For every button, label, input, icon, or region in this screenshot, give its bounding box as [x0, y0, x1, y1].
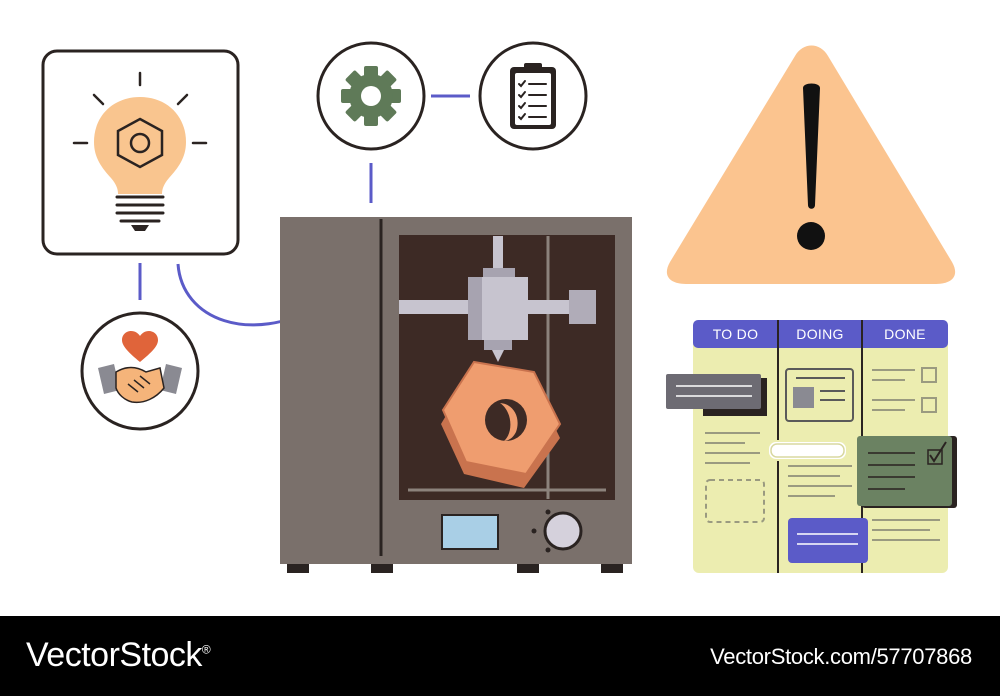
- sticky-note-gray: [666, 374, 767, 416]
- clipboard-checklist-icon: [478, 41, 588, 151]
- kanban-column-doing: DOING: [796, 326, 844, 342]
- sticky-note-green: [857, 436, 957, 508]
- hex-nut-icon: [116, 117, 164, 169]
- printed-hex-nut: [441, 360, 562, 488]
- illustration-art: [41, 41, 957, 573]
- watermark-url: VectorStock.com/57707868: [710, 644, 972, 669]
- kanban-column-todo: TO DO: [712, 326, 759, 342]
- warning-triangle-icon: [666, 45, 956, 284]
- registered-mark: ®: [201, 642, 211, 657]
- gear-icon: [316, 41, 426, 151]
- light-bulb-icon: [72, 71, 208, 231]
- illustration: TO DO DOING DONE: [41, 41, 957, 573]
- watermark-brand-text: VectorStock: [26, 636, 202, 674]
- kanban-board-icon: [666, 320, 957, 573]
- sticky-note-blue: [788, 518, 868, 563]
- handshake-heart-icon: [80, 311, 200, 431]
- idea-card: [41, 49, 240, 256]
- 3d-printer-icon: [280, 217, 632, 573]
- kanban-column-done: DONE: [884, 326, 926, 342]
- watermark-bar: VectorStock® VectorStock.com/57707868: [0, 616, 1000, 696]
- watermark-brand: VectorStock®: [26, 636, 211, 675]
